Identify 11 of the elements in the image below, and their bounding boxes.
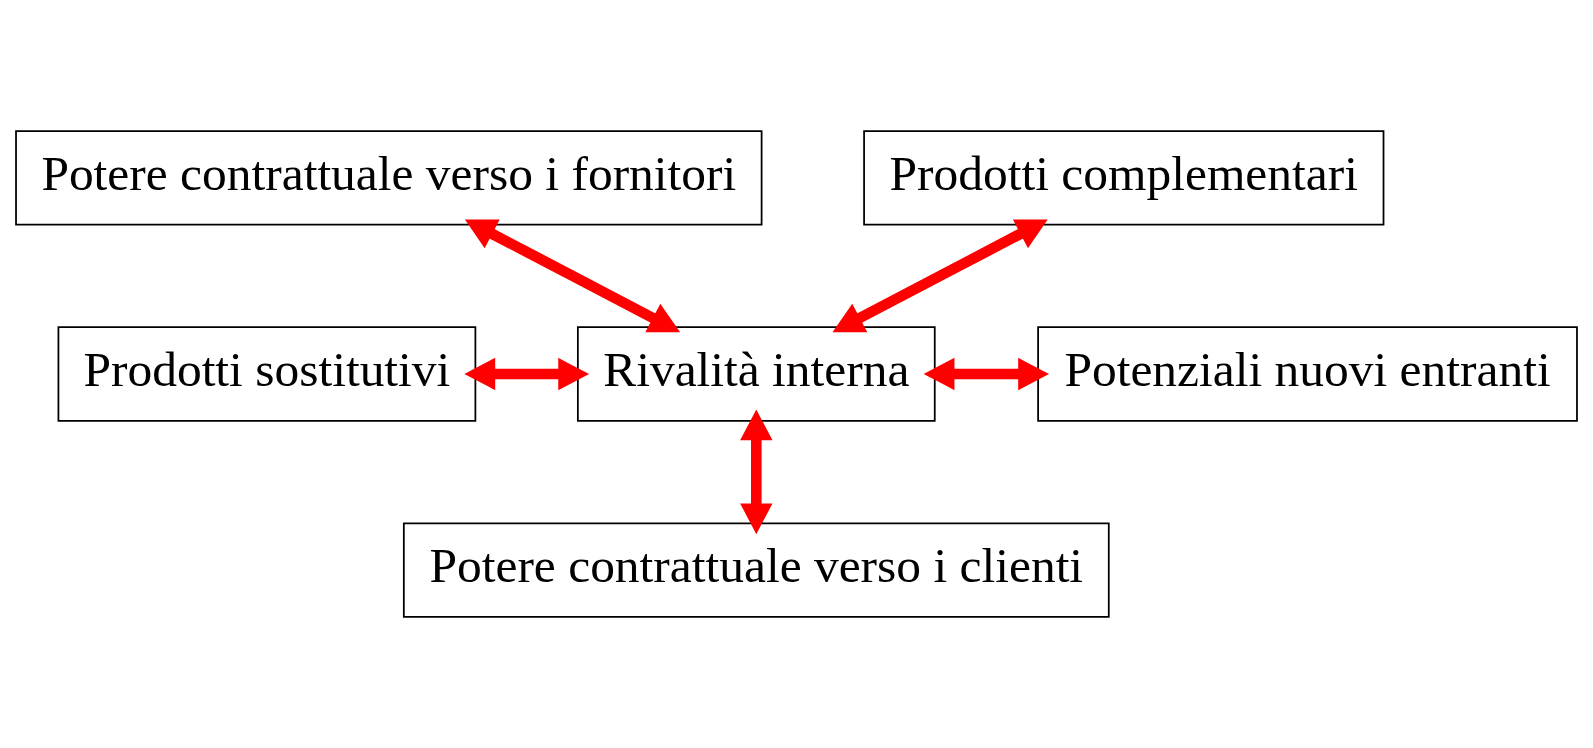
arrow <box>832 219 1048 333</box>
node-box: Prodotti complementari <box>863 130 1385 226</box>
node-box: Prodotti sostitutivi <box>57 326 477 422</box>
node-box: Rivalità interna <box>576 326 936 422</box>
arrow <box>923 357 1049 391</box>
arrow <box>464 219 681 333</box>
node-box: Potenziali nuovi entranti <box>1037 326 1578 422</box>
node-box: Potere contrattuale verso i fornitori <box>15 130 763 226</box>
arrow <box>740 409 773 535</box>
arrow <box>464 357 590 391</box>
node-box: Potere contrattuale verso i clienti <box>402 522 1110 618</box>
